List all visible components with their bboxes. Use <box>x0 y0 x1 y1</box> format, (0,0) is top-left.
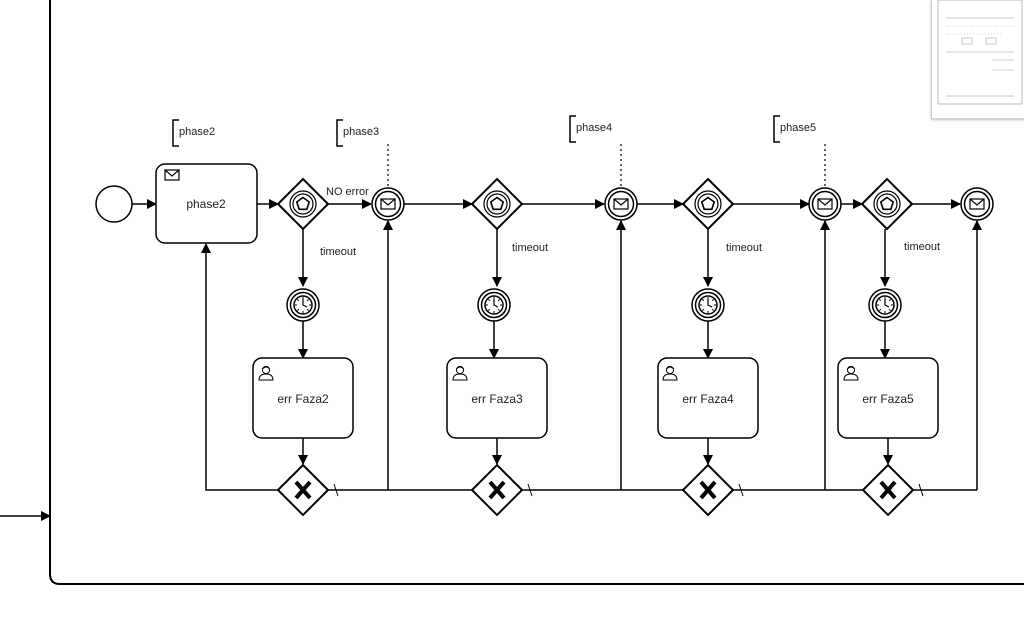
envelope-icon <box>164 169 180 181</box>
task-err-faza4[interactable]: err Faza4 <box>657 357 759 439</box>
exclusive-gateway-4[interactable] <box>861 463 915 517</box>
phase-segment-2: timeout err Faza3 <box>388 178 626 517</box>
label-timeout-2: timeout <box>512 242 548 254</box>
event-based-gateway-3[interactable] <box>682 178 734 230</box>
default-flow-marker <box>527 483 533 497</box>
event-based-gateway-2[interactable] <box>471 178 523 230</box>
label-timeout-1: timeout <box>320 246 356 258</box>
task-err-faza3[interactable]: err Faza3 <box>446 357 548 439</box>
svg-text:phase2: phase2 <box>179 126 215 138</box>
diagram-overview-thumbnail <box>937 0 1023 105</box>
message-event-2[interactable] <box>604 187 638 221</box>
timer-event-icon[interactable] <box>477 288 511 322</box>
timer-event-icon[interactable] <box>868 288 902 322</box>
phase-segment-1: phase2 NO error timeout err Faza2 <box>172 119 393 517</box>
pool-border <box>49 0 1024 585</box>
phase-segment-3: timeout err Faza4 <box>621 178 830 517</box>
event-based-gateway-1[interactable] <box>277 178 329 230</box>
message-event-4[interactable] <box>960 187 994 221</box>
label-timeout-4: timeout <box>904 241 940 253</box>
svg-text:err Faza5: err Faza5 <box>862 392 914 406</box>
label-timeout-3: timeout <box>726 242 762 254</box>
flow-loop-back-1 <box>201 243 278 491</box>
task-phase2-label: phase2 <box>186 197 226 211</box>
task-err-faza2[interactable]: err Faza2 <box>252 357 354 439</box>
annotation-phase2[interactable]: phase2 <box>172 119 215 147</box>
message-event-3[interactable] <box>808 187 842 221</box>
svg-text:phase4: phase4 <box>576 122 612 134</box>
default-flow-marker <box>333 483 339 497</box>
task-phase2[interactable]: phase2 <box>155 163 258 244</box>
exclusive-gateway-2[interactable] <box>470 463 524 517</box>
default-flow-marker <box>738 483 744 497</box>
svg-text:err Faza2: err Faza2 <box>277 392 329 406</box>
timer-event-icon[interactable] <box>286 288 320 322</box>
exclusive-gateway-3[interactable] <box>681 463 735 517</box>
message-event-1[interactable] <box>371 187 405 221</box>
svg-text:err Faza3: err Faza3 <box>471 392 523 406</box>
minimap[interactable] <box>931 0 1024 119</box>
annotation-phase5[interactable]: phase5 <box>773 115 816 143</box>
svg-text:phase5: phase5 <box>780 122 816 134</box>
task-err-faza5[interactable]: err Faza5 <box>837 357 939 439</box>
annotation-phase3[interactable]: phase3 <box>336 119 379 147</box>
svg-text:err Faza4: err Faza4 <box>682 392 734 406</box>
phase-segment-4: timeout err Faza5 <box>825 178 982 517</box>
exclusive-gateway-1[interactable] <box>276 463 330 517</box>
annotation-phase4[interactable]: phase4 <box>569 115 612 143</box>
default-flow-marker <box>918 483 924 497</box>
start-event[interactable] <box>95 185 133 223</box>
label-no-error: NO error <box>326 186 369 198</box>
event-based-gateway-4[interactable] <box>861 178 913 230</box>
timer-event-icon[interactable] <box>691 288 725 322</box>
svg-text:phase3: phase3 <box>343 126 379 138</box>
